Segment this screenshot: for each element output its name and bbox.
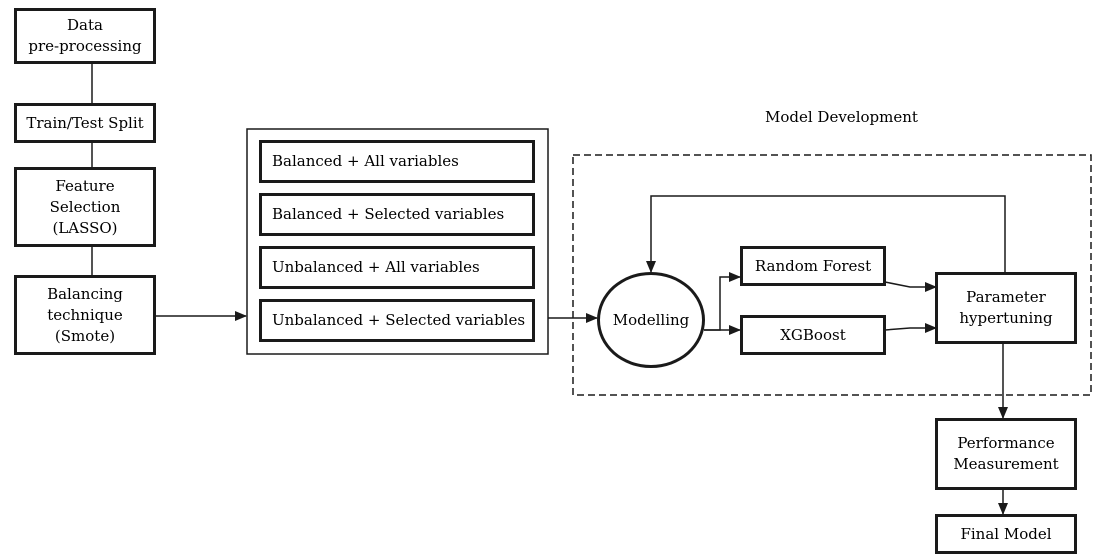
variant-label: Unbalanced + All variables <box>272 258 480 276</box>
model-development-frame <box>572 154 1092 396</box>
modelling-label: Modelling <box>612 310 690 329</box>
feature-selection-node: Feature Selection (LASSO) <box>14 167 156 247</box>
modelling-node: Modelling <box>597 272 705 368</box>
variant-label: Unbalanced + Selected variables <box>272 311 526 329</box>
arrow-modelling-to-random-forest <box>704 272 741 331</box>
model-development-title: Model Development <box>765 108 918 126</box>
xgboost-node: XGBoost <box>740 315 886 355</box>
arrow-xgboost-to-tuning <box>884 323 937 333</box>
train-test-split-label: Train/Test Split <box>26 113 144 132</box>
variant-balanced-all: Balanced + All variables <box>259 140 535 183</box>
xgboost-label: XGBoost <box>780 325 846 344</box>
data-preprocessing-node: Data pre-processing <box>14 8 156 64</box>
feature-selection-label: Feature Selection (LASSO) <box>49 176 121 237</box>
final-model-label: Final Model <box>960 524 1052 543</box>
variant-label: Balanced + Selected variables <box>272 205 505 223</box>
train-test-split-node: Train/Test Split <box>14 103 156 143</box>
arrow-tuning-feedback-to-modelling <box>646 195 1006 273</box>
parameter-tuning-label: Parameter hypertuning <box>959 288 1053 327</box>
variant-balanced-selected: Balanced + Selected variables <box>259 193 535 236</box>
random-forest-label: Random Forest <box>754 256 872 275</box>
random-forest-node: Random Forest <box>740 246 886 286</box>
arrow-random-forest-to-tuning <box>884 281 937 292</box>
data-preprocessing-label: Data pre-processing <box>28 16 142 55</box>
final-model-node: Final Model <box>935 514 1077 554</box>
variant-label: Balanced + All variables <box>272 152 459 170</box>
variants-container <box>246 128 549 355</box>
performance-measurement-label: Performance Measurement <box>953 434 1059 473</box>
balancing-technique-label: Balancing technique (Smote) <box>47 284 123 345</box>
variant-unbalanced-all: Unbalanced + All variables <box>259 246 535 289</box>
parameter-tuning-node: Parameter hypertuning <box>935 272 1077 344</box>
balancing-technique-node: Balancing technique (Smote) <box>14 275 156 355</box>
variant-unbalanced-selected: Unbalanced + Selected variables <box>259 299 535 342</box>
performance-measurement-node: Performance Measurement <box>935 418 1077 490</box>
